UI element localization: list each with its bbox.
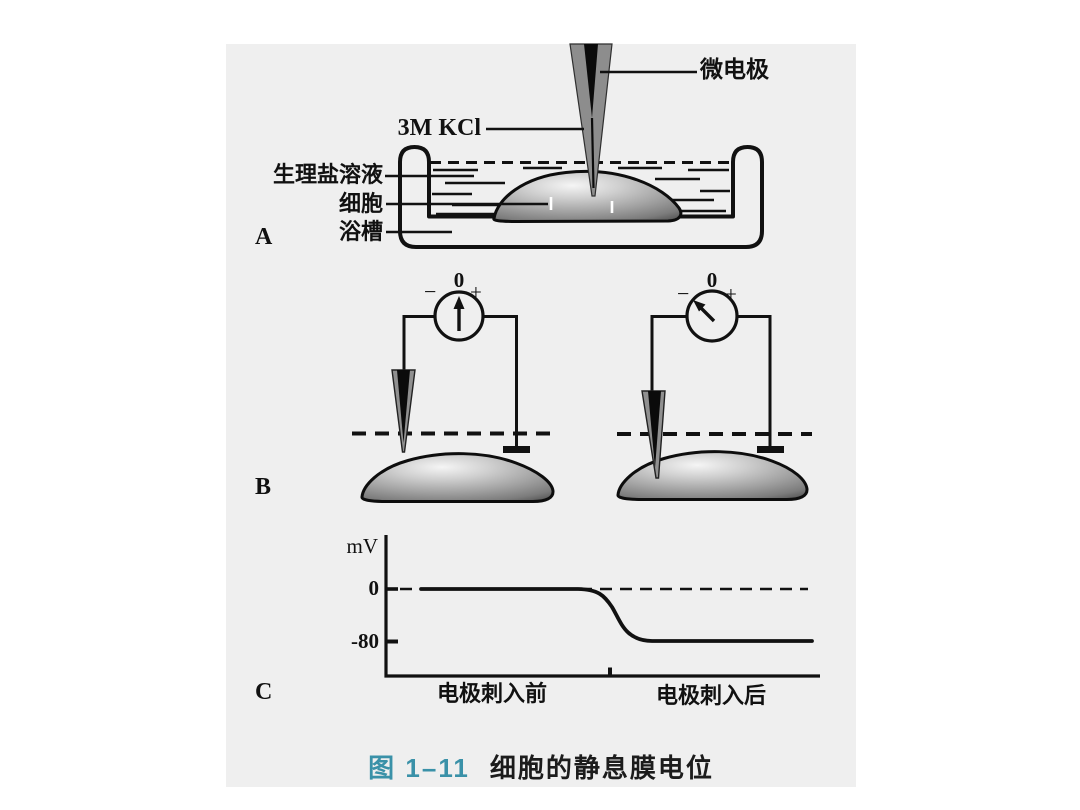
cell-dome-after <box>616 450 809 501</box>
wire-left-after <box>650 315 687 392</box>
needle-arrowhead-after <box>693 300 706 312</box>
voltmeter-after <box>617 289 812 453</box>
meter-before-zero: 0 <box>453 268 465 292</box>
figure-caption: 图 1–11 细胞的静息膜电位 <box>226 748 856 785</box>
label-saline: 生理盐溶液 <box>272 162 383 187</box>
voltmeter-needle-after <box>698 305 716 323</box>
panel-a-water-ripples <box>432 166 730 216</box>
panel-a-microelectrode <box>569 43 613 197</box>
needle-arrowhead-before <box>453 296 465 309</box>
panel-a-letter: A <box>255 224 273 250</box>
microelectrode-before <box>391 369 416 453</box>
wire-right-before <box>482 315 518 446</box>
label-cell: 细胞 <box>338 191 383 216</box>
chart-membrane-potential-curve <box>419 587 814 643</box>
label-bath: 浴槽 <box>338 219 383 244</box>
meter-before-plus: + <box>470 280 482 304</box>
panel-a-bath-vessel <box>398 145 764 249</box>
voltmeter-before <box>352 290 553 453</box>
label-kcl: 3M KCl <box>397 115 481 141</box>
figure-caption-number: 图 1–11 <box>368 753 470 783</box>
microelectrode-after <box>641 390 666 479</box>
panel-a-membrane-highlight-ticks <box>549 197 614 213</box>
panel-a-cell-dome <box>492 170 683 224</box>
label-microelectrode: 微电极 <box>700 57 769 82</box>
wire-left-before <box>402 315 436 371</box>
panel-b-letter: B <box>255 474 272 500</box>
ground-electrode-after <box>757 446 784 453</box>
x-label-before-insertion: 电极刺入前 <box>437 681 548 706</box>
y-axis-unit: mV <box>346 534 379 558</box>
figure-caption-title: 细胞的静息膜电位 <box>489 753 714 783</box>
meter-after-plus: + <box>725 282 737 306</box>
chart-axes <box>384 535 820 678</box>
ytick-label-0: 0 <box>368 576 380 600</box>
meter-after-zero: 0 <box>706 268 718 292</box>
meter-before-minus: − <box>424 279 437 304</box>
cell-dome-before <box>360 452 555 503</box>
ytick-label-minus80: -80 <box>351 629 379 653</box>
panel-c-letter: C <box>255 679 273 705</box>
x-label-after-insertion: 电极刺入后 <box>656 683 767 708</box>
wire-right-after <box>737 315 772 446</box>
panel-a-leader-lines <box>385 70 697 234</box>
ground-electrode-before <box>503 446 530 453</box>
meter-after-minus: − <box>677 281 690 306</box>
